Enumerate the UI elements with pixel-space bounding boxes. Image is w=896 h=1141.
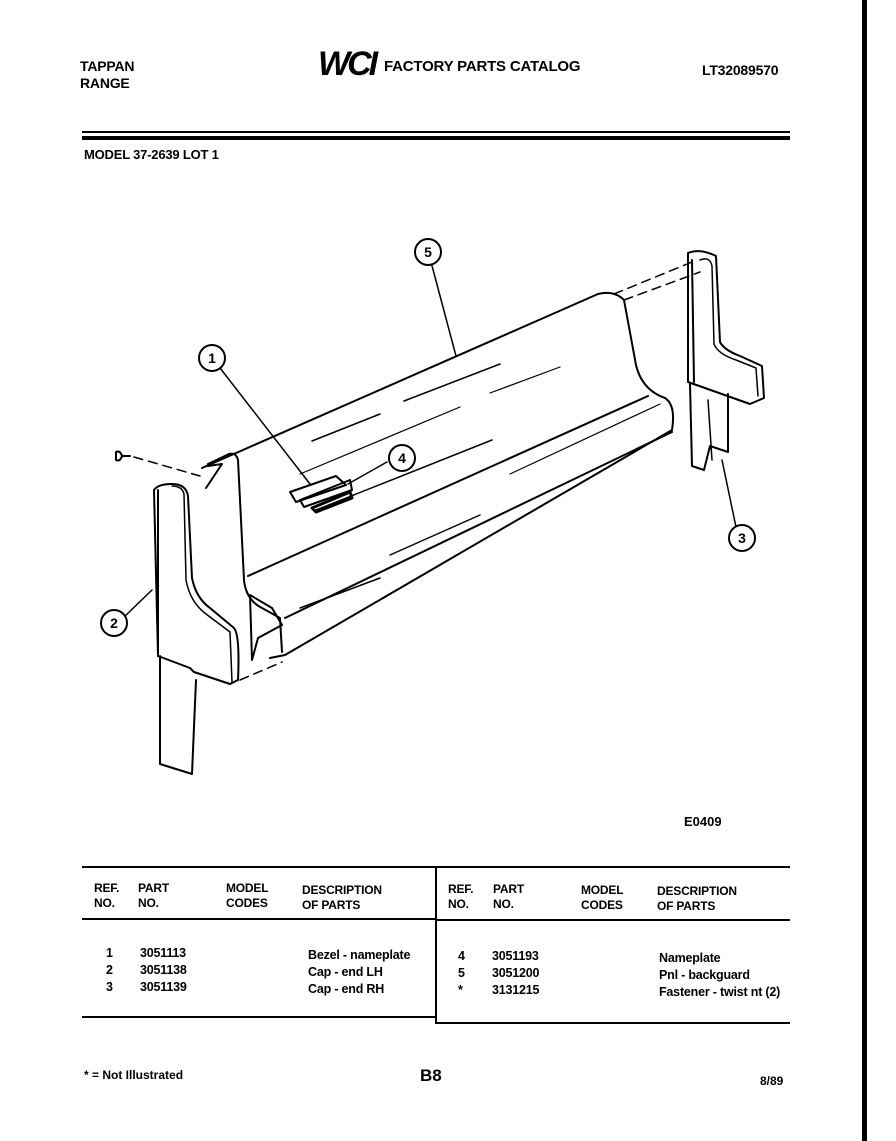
table-row-ref: 1: [106, 946, 113, 960]
wci-logo: WCI: [316, 44, 383, 83]
callout-3-circle: [728, 524, 756, 552]
brand-label: TAPPAN RANGE: [80, 58, 134, 92]
leader-1: [219, 367, 311, 485]
header-rule-top: [82, 131, 790, 133]
catalog-number: LT32089570: [702, 62, 779, 78]
revision-date: 8/89: [760, 1074, 784, 1088]
end-cap-lh: [153, 483, 240, 775]
page-number: B8: [420, 1066, 442, 1085]
callout-2-circle: [100, 609, 128, 637]
table-row-desc: Bezel - nameplate: [308, 948, 411, 962]
header-ref-no-right: REF. NO.: [448, 882, 474, 911]
end-cap-rh: [687, 250, 765, 471]
leader-5: [430, 261, 457, 357]
right-desc-column: Nameplate Pnl - backguard Fastener - twi…: [659, 950, 780, 1001]
header-part-no: PART NO.: [138, 881, 169, 910]
table-row-desc: Fastener - twist nt (2): [659, 985, 781, 999]
table-row-ref: 2: [106, 963, 113, 977]
backguard-panel: [201, 291, 675, 661]
table-row-part: 3051200: [492, 966, 540, 980]
callout-5-label: 5: [424, 244, 432, 260]
catalog-title: FACTORY PARTS CATALOG: [384, 58, 581, 75]
leader-4: [347, 461, 388, 485]
right-part-column: 3051193 3051200 3131215: [492, 948, 539, 999]
header-rule-bottom: [82, 136, 790, 140]
table-row-desc: Cap - end LH: [308, 965, 383, 979]
table-row-desc: Cap - end RH: [308, 982, 385, 996]
table-row-part: 3051193: [492, 949, 539, 963]
alignment-lines: [133, 261, 701, 681]
header-model-codes-right: MODEL CODES: [581, 883, 624, 912]
callout-2-label: 2: [110, 615, 118, 631]
leader-2: [123, 589, 153, 618]
table-row-desc: Nameplate: [659, 951, 721, 965]
brand-line-2: RANGE: [80, 75, 130, 91]
left-desc-column: Bezel - nameplate Cap - end LH Cap - end…: [308, 947, 410, 998]
table-rule-bottom-right: [437, 1022, 790, 1024]
drawing-code: E0409: [684, 814, 722, 829]
header-ref-no: REF. NO.: [94, 881, 120, 910]
callout-1-label: 1: [208, 350, 216, 366]
table-row-ref: *: [458, 983, 463, 997]
header-description-right: DESCRIPTION OF PARTS: [657, 884, 737, 913]
callout-4-label: 4: [398, 450, 406, 466]
table-header-rule-right: [437, 919, 790, 921]
callout-1-circle: [198, 344, 226, 372]
header-description: DESCRIPTION OF PARTS: [302, 883, 382, 912]
screw-part: [115, 450, 131, 462]
callout-3-label: 3: [738, 530, 746, 546]
table-row-part: 3051139: [140, 980, 187, 994]
right-ref-column: 4 5 *: [458, 948, 465, 999]
table-rule-bottom-left: [82, 1016, 435, 1018]
logo-text: WCI: [318, 45, 380, 80]
table-row-part: 3051138: [140, 963, 187, 977]
callout-5-circle: [414, 238, 442, 266]
left-part-column: 3051113 3051138 3051139: [140, 945, 187, 996]
table-row-ref: 4: [458, 949, 465, 963]
table-row-desc: Pnl - backguard: [659, 968, 750, 982]
left-ref-column: 1 2 3: [106, 945, 113, 996]
table-row-ref: 3: [106, 980, 113, 994]
nameplate-assembly: [289, 475, 354, 514]
exploded-parts-diagram: 5 1 4 2 3: [100, 238, 765, 775]
table-row-ref: 5: [458, 966, 465, 980]
table-row-part: 3131215: [492, 983, 540, 997]
table-header-rule-left: [82, 918, 435, 920]
header-model-codes: MODEL CODES: [226, 881, 269, 910]
model-line: MODEL 37-2639 LOT 1: [84, 147, 219, 162]
leader-3: [721, 459, 737, 528]
page-right-border: [862, 0, 867, 1141]
callout-4-circle: [388, 444, 416, 472]
table-row-part: 3051113: [140, 946, 186, 960]
footnote-not-illustrated: * = Not Illustrated: [84, 1068, 184, 1082]
brand-line-1: TAPPAN: [80, 58, 135, 74]
table-column-divider: [435, 866, 437, 1024]
header-part-no-right: PART NO.: [493, 882, 524, 911]
